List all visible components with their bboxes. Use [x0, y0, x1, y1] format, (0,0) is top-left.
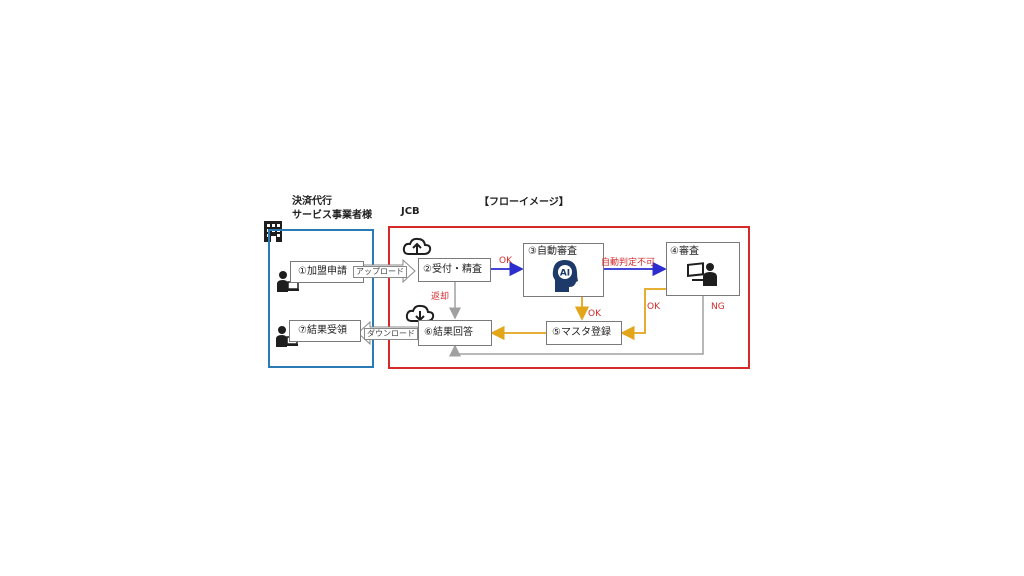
step-4-label: ④審査 [670, 246, 699, 257]
cloud-upload-icon [402, 237, 432, 257]
cloud-download-icon [405, 304, 435, 324]
step-4-box: ④審査 [666, 242, 740, 296]
auto-ng-label: 自動判定不可 [601, 258, 656, 268]
ng-label: NG [711, 302, 725, 312]
step-3-label: ③自動審査 [528, 246, 577, 257]
ok-label-review: OK [647, 302, 660, 312]
step-5-label: ⑤マスタ登録 [552, 327, 611, 338]
ok-label-auto: OK [499, 256, 512, 266]
step-2-box: ②受付・精査 [418, 258, 491, 282]
return-label: 返却 [431, 292, 450, 302]
ok-label-master: OK [588, 309, 601, 319]
left-title-line2: サービス事業者様 [292, 210, 372, 221]
left-title-line1: 決済代行 [292, 196, 332, 207]
download-label: ダウンロード [364, 328, 418, 340]
step-7-label: ⑦結果受領 [298, 325, 347, 336]
step-1-label: ①加盟申請 [298, 266, 347, 277]
step-6-box: ⑥結果回答 [418, 320, 492, 346]
step-6-label: ⑥結果回答 [424, 327, 473, 338]
step-3-box: ③自動審査 AI [523, 243, 604, 297]
step-1-box: ①加盟申請 [290, 261, 364, 283]
upload-label: アップロード [353, 266, 407, 278]
right-title: JCB [401, 206, 420, 217]
step-7-box: ⑦結果受領 [289, 320, 361, 342]
jcb-panel [388, 226, 750, 369]
ai-text: AI [560, 269, 570, 279]
step-2-label: ②受付・精査 [423, 264, 482, 275]
step-5-box: ⑤マスタ登録 [546, 321, 622, 345]
person-computer-icon [687, 261, 719, 287]
merchant-panel [268, 229, 374, 368]
ai-head-icon: AI [551, 259, 579, 293]
flow-title: 【フローイメージ】 [479, 197, 569, 208]
